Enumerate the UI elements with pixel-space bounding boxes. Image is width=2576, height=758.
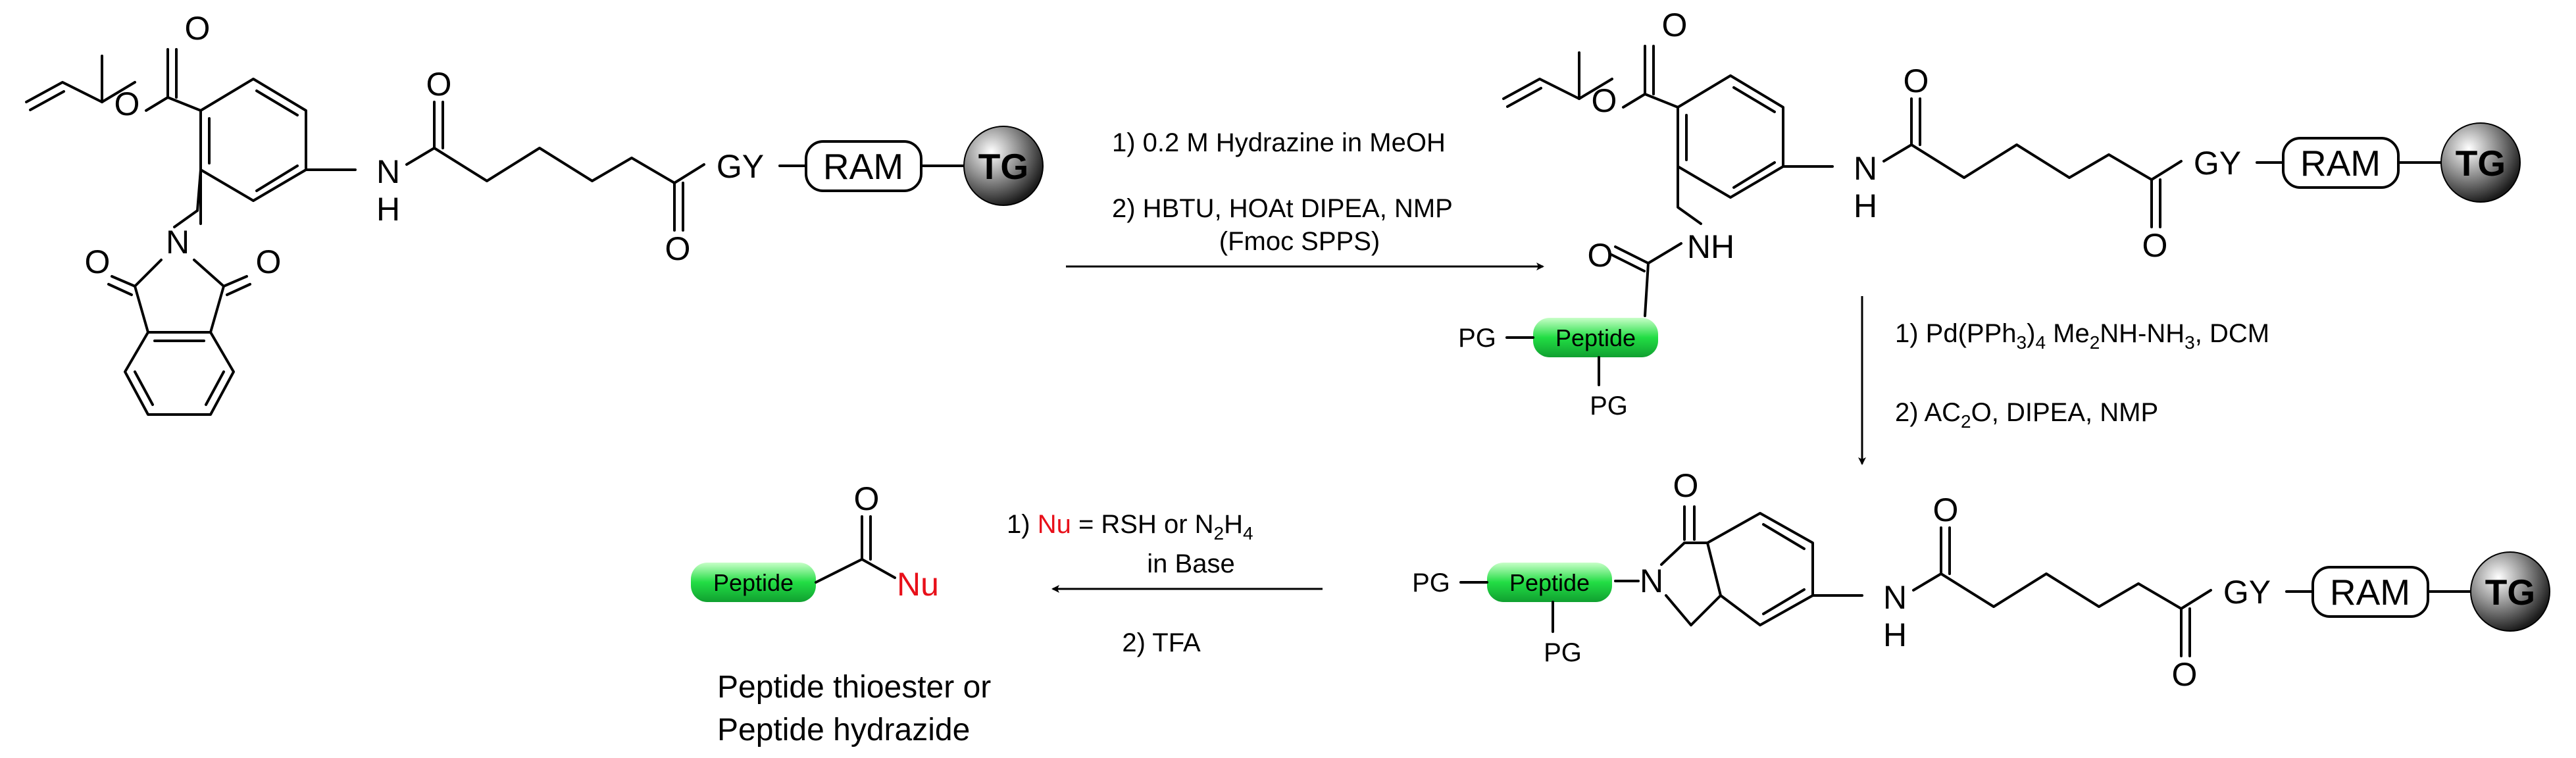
peptide-carbonyl-oxygen-2: O (1588, 237, 1613, 274)
peptide-label-3: Peptide (1509, 569, 1590, 596)
imide-oxygen-right: O (256, 243, 282, 280)
imide-oxygen-left: O (85, 243, 111, 280)
tg-label-2: TG (2456, 143, 2506, 184)
starting-material: O O N H O O GY RAM TG N (25, 10, 1044, 416)
amide-n-3: N (1883, 579, 1907, 616)
tentagel-resin-icon-2 (2440, 122, 2521, 203)
product-carbonyl-oxygen: O (854, 480, 880, 517)
gy-label: GY (717, 148, 764, 185)
lactam-oxygen: O (1673, 467, 1699, 504)
amide-h-3: H (1883, 617, 1907, 653)
amide-h-2: H (1854, 188, 1877, 224)
ram-label: RAM (823, 146, 903, 187)
peptide-label-product: Peptide (713, 569, 794, 596)
peptide-block-product (691, 563, 816, 602)
ram-label-2: RAM (2300, 143, 2381, 184)
amide-n: N (376, 153, 400, 190)
linker-oxygen-bottom: O (665, 230, 691, 267)
step1-conditions: 1) 0.2 M Hydrazine in MeOH 2) HBTU, HOAt… (1112, 128, 1453, 256)
pg-label-3a: PG (1412, 568, 1450, 597)
peptide-block-2 (1533, 318, 1658, 357)
step2-conditions: 1) Pd(PPh3)4 Me2NH-NH3, DCM 2) AC2O, DIP… (1895, 319, 2269, 432)
linker-oxygen-top-3: O (1933, 492, 1959, 528)
product-caption-line2: Peptide hydrazide (717, 713, 970, 747)
final-product: Peptide O Nu Peptide thioester or Peptid… (691, 480, 991, 747)
pg-label-2a: PG (1458, 324, 1496, 353)
tg-label-3: TG (2485, 572, 2535, 613)
step1-line3: (Fmoc SPPS) (1219, 227, 1380, 256)
step1-line2: 2) HBTU, HOAt DIPEA, NMP (1112, 194, 1453, 223)
phthalimide-n: N (166, 224, 189, 261)
tentagel-resin-icon-3 (2470, 551, 2550, 632)
amide-n-2: N (1854, 150, 1877, 187)
ram-label-3: RAM (2330, 572, 2410, 613)
intermediate-peptidyl-resin: O O N H O O GY RAM TG NH O (1458, 7, 2521, 420)
ester-oxygen-2: O (1592, 82, 1617, 119)
ester-oxygen: O (114, 86, 140, 122)
linker-oxygen-top-2: O (1904, 63, 1929, 99)
peptide-block-3 (1487, 563, 1612, 602)
nucleophile-label: Nu (897, 566, 939, 603)
nh-label-2: NH (1687, 228, 1734, 265)
step3-line1: 1) Nu = RSH or N2H4 (1007, 510, 1253, 543)
carbonyl-oxygen: O (185, 10, 211, 47)
step1-line1: 1) 0.2 M Hydrazine in MeOH (1112, 128, 1446, 157)
carbonyl-oxygen-2: O (1662, 7, 1688, 43)
step3-line2: in Base (1147, 549, 1234, 578)
pg-label-2b: PG (1590, 392, 1628, 420)
step3-line3: 2) TFA (1122, 628, 1201, 657)
gy-label-3: GY (2223, 574, 2271, 611)
linker-oxygen-bottom-2: O (2142, 227, 2168, 264)
gy-label-2: GY (2194, 145, 2241, 182)
peptide-label-2: Peptide (1555, 324, 1636, 351)
lactam-n: N (1640, 563, 1663, 599)
amide-h: H (376, 191, 400, 228)
isoindolinone-resin: O N N H O O GY RAM TG Peptide PG (1412, 467, 2550, 693)
pg-label-3b: PG (1544, 638, 1582, 667)
tg-label: TG (978, 146, 1028, 187)
tentagel-resin-icon (963, 126, 1044, 206)
step2-line1: 1) Pd(PPh3)4 Me2NH-NH3, DCM (1895, 319, 2269, 353)
linker-oxygen-bottom-3: O (2172, 656, 2198, 693)
step3-conditions: 1) Nu = RSH or N2H4 in Base 2) TFA (1007, 510, 1253, 657)
linker-oxygen-top: O (426, 66, 452, 103)
product-caption-line1: Peptide thioester or (717, 670, 991, 705)
step2-line2: 2) AC2O, DIPEA, NMP (1895, 398, 2158, 432)
